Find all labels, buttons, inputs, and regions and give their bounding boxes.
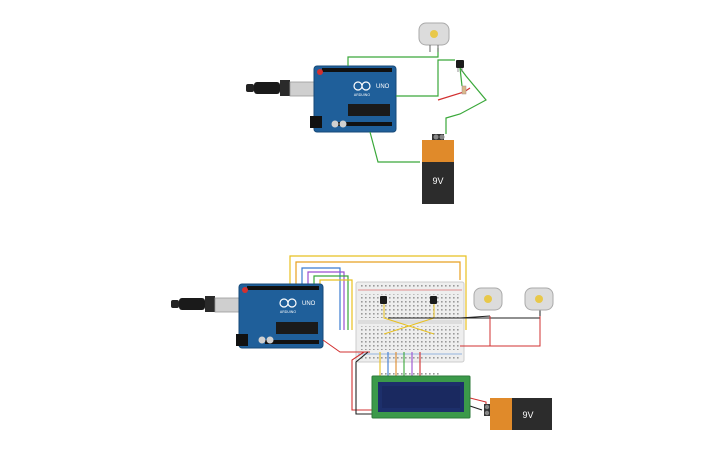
arduino-brand-bottom: ARDUINO (280, 310, 296, 314)
wires-bottom-top-loops (289, 255, 467, 330)
wires-bottom-breadboard (322, 304, 541, 353)
wires-top (347, 48, 487, 163)
arduino-logo-icon (353, 81, 371, 91)
resistor-top[interactable] (461, 85, 467, 95)
bottom-circuit: ARDUINO UNO (171, 255, 554, 430)
usb-cable-bottom (171, 296, 240, 313)
arduino-brand-top: ARDUINO (354, 93, 370, 97)
top-circuit: ARDUINO UNO (246, 22, 487, 204)
battery-label-top: 9V (432, 176, 443, 186)
battery-top[interactable]: 9V (422, 134, 454, 204)
arduino-board-top[interactable]: ARDUINO UNO (310, 65, 397, 133)
transistor-bottom-1[interactable] (380, 296, 387, 304)
dc-motor-bottom-1[interactable] (473, 287, 503, 311)
arduino-logo-icon (279, 298, 297, 308)
transistor-top[interactable] (456, 60, 464, 72)
arduino-board-bottom[interactable]: ARDUINO UNO (236, 283, 324, 349)
transistor-bottom-2[interactable] (430, 296, 437, 304)
arduino-model-top: UNO (376, 84, 390, 90)
dc-motor-top[interactable] (418, 22, 450, 52)
lcd-display[interactable] (371, 372, 471, 419)
battery-bottom[interactable]: 9V (484, 398, 552, 430)
usb-cable-top (246, 80, 315, 97)
arduino-model-bottom: UNO (302, 301, 316, 307)
battery-label-bottom: 9V (522, 410, 533, 420)
breadboard[interactable] (355, 281, 465, 363)
dc-motor-bottom-2[interactable] (524, 287, 554, 311)
